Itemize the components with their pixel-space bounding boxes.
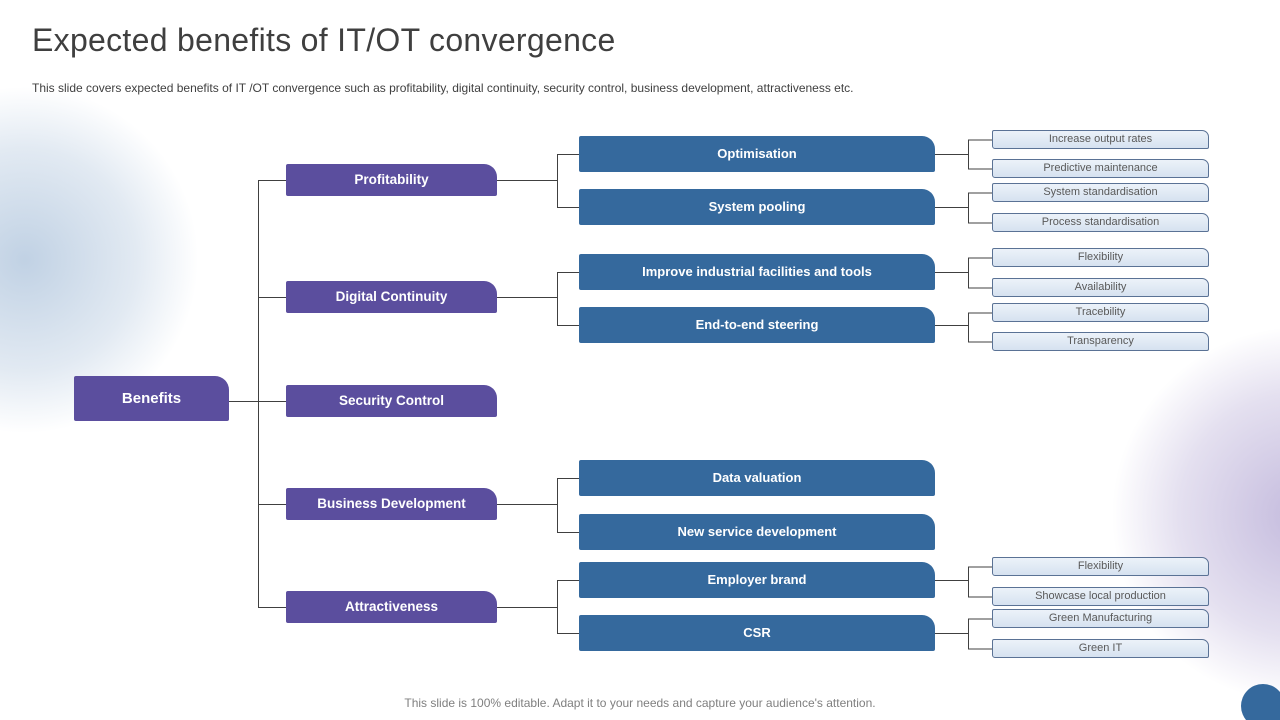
category-node-profitability-label: Profitability	[354, 172, 429, 188]
root-node-benefits-label: Benefits	[121, 389, 182, 407]
slide-footer-note: This slide is 100% editable. Adapt it to…	[404, 696, 876, 710]
detail-node-availability-101-label: Availability	[1074, 281, 1127, 294]
detail-node-predictive-maintenance-001-label: Predictive maintenance	[1043, 162, 1158, 175]
detail-node-flexibility-100-label: Flexibility	[1077, 251, 1124, 264]
category-node-business-development-label: Business Development	[317, 496, 466, 512]
slide-title: Expected benefits of IT/OT convergence	[32, 22, 616, 58]
benefit-node-employer-brand-label: Employer brand	[707, 571, 807, 587]
benefit-node-csr: CSR	[579, 615, 935, 651]
slide-subtitle: This slide covers expected benefits of I…	[32, 81, 854, 95]
category-node-digital-continuity-label: Digital Continuity	[335, 289, 448, 305]
detail-node-green-it-411-label: Green IT	[1078, 642, 1123, 655]
category-node-security-control: Security Control	[286, 385, 497, 417]
detail-node-tracebility-110-label: Tracebility	[1075, 306, 1126, 319]
category-node-digital-continuity: Digital Continuity	[286, 281, 497, 313]
benefit-node-improve-industrial-facilities-and-tools: Improve industrial facilities and tools	[579, 254, 935, 290]
detail-node-tracebility-110: Tracebility	[992, 303, 1209, 322]
benefit-node-system-pooling-label: System pooling	[708, 198, 806, 214]
category-node-attractiveness: Attractiveness	[286, 591, 497, 623]
detail-node-flexibility-100: Flexibility	[992, 248, 1209, 267]
category-node-business-development: Business Development	[286, 488, 497, 520]
detail-node-system-standardisation-010: System standardisation	[992, 183, 1209, 202]
detail-node-predictive-maintenance-001: Predictive maintenance	[992, 159, 1209, 178]
benefit-node-optimisation-label: Optimisation	[717, 145, 797, 161]
detail-node-green-manufacturing-410: Green Manufacturing	[992, 609, 1209, 628]
benefit-node-csr-label: CSR	[743, 624, 771, 640]
detail-node-process-standardisation-011-label: Process standardisation	[1041, 216, 1160, 229]
detail-node-flexibility-400-label: Flexibility	[1077, 560, 1124, 573]
detail-node-increase-output-rates-000-label: Increase output rates	[1048, 133, 1153, 146]
detail-node-flexibility-400: Flexibility	[992, 557, 1209, 576]
detail-node-transparency-111-label: Transparency	[1067, 335, 1134, 348]
benefit-node-optimisation: Optimisation	[579, 136, 935, 172]
detail-node-system-standardisation-010-label: System standardisation	[1043, 186, 1158, 199]
detail-node-green-manufacturing-410-label: Green Manufacturing	[1048, 612, 1153, 625]
benefit-node-new-service-development: New service development	[579, 514, 935, 550]
detail-node-showcase-local-production-401: Showcase local production	[992, 587, 1209, 606]
detail-node-green-it-411: Green IT	[992, 639, 1209, 658]
detail-node-process-standardisation-011: Process standardisation	[992, 213, 1209, 232]
root-node-benefits: Benefits	[74, 376, 229, 421]
detail-node-increase-output-rates-000: Increase output rates	[992, 130, 1209, 149]
benefit-node-data-valuation: Data valuation	[579, 460, 935, 496]
category-node-security-control-label: Security Control	[338, 393, 444, 409]
category-node-profitability: Profitability	[286, 164, 497, 196]
benefit-node-end-to-end-steering-label: End-to-end steering	[695, 316, 819, 332]
benefit-node-end-to-end-steering: End-to-end steering	[579, 307, 935, 343]
category-node-attractiveness-label: Attractiveness	[344, 599, 439, 615]
detail-node-transparency-111: Transparency	[992, 332, 1209, 351]
benefit-node-new-service-development-label: New service development	[677, 523, 837, 539]
corner-accent-circle	[1241, 684, 1280, 720]
detail-node-showcase-local-production-401-label: Showcase local production	[1035, 590, 1166, 603]
benefit-node-improve-industrial-facilities-and-tools-label: Improve industrial facilities and tools	[642, 263, 872, 279]
detail-node-availability-101: Availability	[992, 278, 1209, 297]
benefit-node-system-pooling: System pooling	[579, 189, 935, 225]
benefit-node-data-valuation-label: Data valuation	[712, 469, 802, 485]
benefit-node-employer-brand: Employer brand	[579, 562, 935, 598]
